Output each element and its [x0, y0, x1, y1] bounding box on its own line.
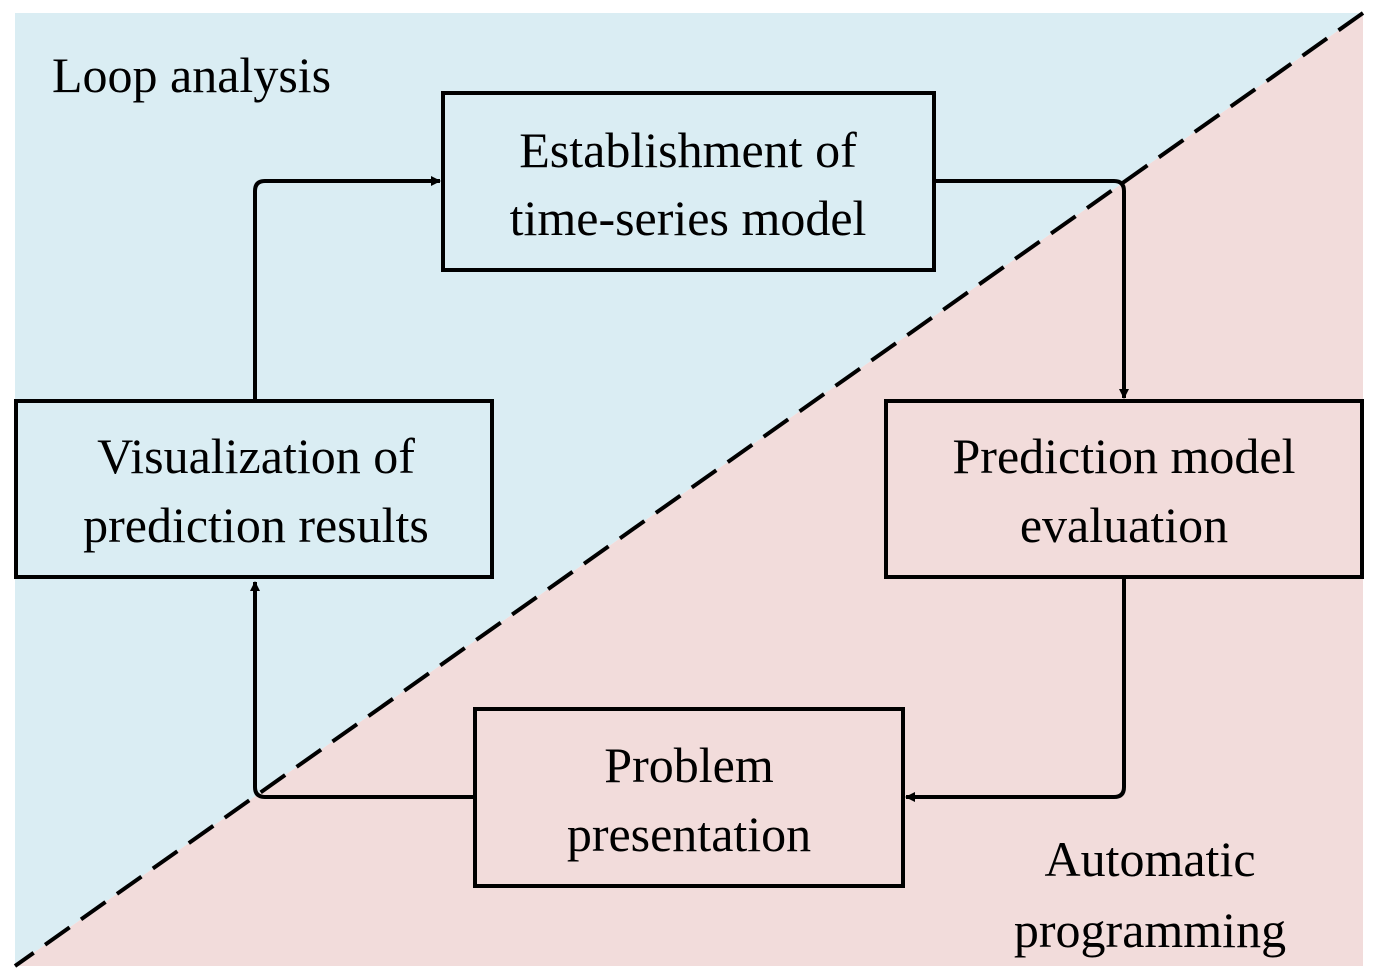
- establishment-line2: time-series model: [510, 190, 867, 246]
- arrow-evaluation-to-problem: [905, 578, 1126, 802]
- establishment-box: Establishment of time-series model: [441, 91, 936, 272]
- arrow-visualization-to-establishment: [253, 176, 441, 400]
- upper-region-label: Loop analysis: [52, 47, 331, 103]
- visualization-box: Visualization of prediction results: [14, 399, 494, 579]
- arrow-problem-to-visualization: [250, 581, 475, 799]
- visualization-line2: prediction results: [83, 497, 429, 553]
- lower-region-label-line2: programming: [1014, 902, 1286, 958]
- problem-box: Problem presentation: [473, 707, 905, 888]
- arrow-establishment-to-evaluation: [934, 179, 1129, 399]
- establishment-line1: Establishment of: [519, 122, 857, 178]
- problem-line2: presentation: [567, 806, 811, 862]
- evaluation-line2: evaluation: [1020, 497, 1228, 553]
- evaluation-line1: Prediction model: [953, 428, 1296, 484]
- visualization-line1: Visualization of: [97, 428, 415, 484]
- problem-line1: Problem: [604, 737, 774, 793]
- region-divider: [13, 11, 1365, 968]
- evaluation-box: Prediction model evaluation: [884, 399, 1364, 579]
- lower-region-label-line1: Automatic: [1044, 831, 1255, 887]
